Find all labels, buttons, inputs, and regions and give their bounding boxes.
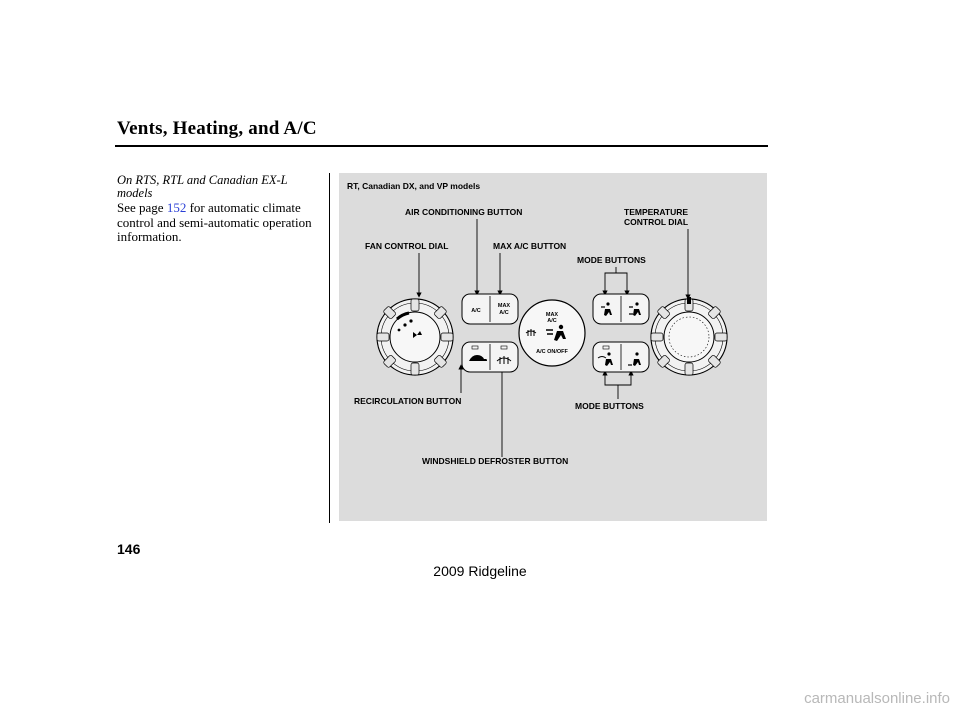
temperature-indicator	[687, 297, 691, 304]
max-ac-text-line2: A/C	[499, 310, 509, 316]
label-air-conditioning-button: AIR CONDITIONING BUTTON	[405, 207, 522, 217]
climate-control-figure: RT, Canadian DX, and VP models AIR CONDI…	[339, 173, 767, 521]
max-ac-button[interactable]: MAX A/C	[498, 303, 511, 316]
seated-person-icon	[546, 324, 566, 341]
ac-button-text: A/C	[471, 308, 481, 314]
body-text-end: for automatic climate control and semi-a…	[117, 200, 312, 244]
mode-button-bilevel[interactable]	[629, 302, 641, 316]
label-windshield-defroster-button: WINDSHIELD DEFROSTER BUTTON	[422, 456, 568, 466]
air-conditioning-button[interactable]: A/C	[471, 308, 481, 314]
label-recirculation-button: RECIRCULATION BUTTON	[354, 396, 461, 406]
center-max-line2: A/C	[547, 318, 557, 324]
label-temperature-line1: TEMPERATURE	[624, 207, 688, 217]
recirc-defrost-button-pair	[461, 341, 519, 373]
mode-button-pair-top	[592, 293, 650, 325]
column-divider	[329, 173, 330, 523]
section-title: Vents, Heating, and A/C	[117, 118, 317, 139]
mode-bilevel-icon	[629, 302, 641, 316]
recirculation-button[interactable]	[469, 355, 487, 361]
label-max-ac-button: MAX A/C BUTTON	[493, 241, 566, 251]
label-fan-control-dial: FAN CONTROL DIAL	[365, 241, 448, 251]
center-ac-dial[interactable]: MAX A/C A/C ON/OFF	[518, 299, 586, 367]
windshield-defroster-button[interactable]	[496, 356, 512, 364]
max-ac-text-line1: MAX	[498, 303, 511, 309]
label-mode-buttons-bottom: MODE BUTTONS	[575, 401, 644, 411]
center-onoff-text: A/C ON/OFF	[536, 349, 568, 355]
model-caption: On RTS, RTL and Canadian EX-L models	[117, 173, 288, 200]
leader-lines	[416, 219, 691, 457]
mode-floor-icon	[628, 352, 641, 366]
body-paragraph: See page 152 for automatic climate contr…	[117, 200, 332, 245]
label-mode-buttons-top: MODE BUTTONS	[577, 255, 646, 265]
mode-button-floor[interactable]	[628, 352, 641, 366]
mode-floor-defrost-icon	[597, 352, 613, 366]
climate-control-diagram: RT, Canadian DX, and VP models AIR CONDI…	[347, 181, 728, 466]
mode-button-floor-defrost[interactable]	[597, 352, 613, 366]
mode-button-pair-bottom	[592, 341, 650, 373]
ac-button-pair	[461, 293, 519, 325]
label-temperature-line2: CONTROL DIAL	[624, 217, 688, 227]
title-rule	[115, 145, 768, 147]
page-number: 146	[117, 541, 141, 557]
mode-button-face[interactable]	[601, 302, 612, 316]
center-max-line1: MAX	[546, 312, 559, 318]
figure-heading: RT, Canadian DX, and VP models	[347, 181, 480, 191]
page-link[interactable]: 152	[166, 200, 187, 215]
car-recirculation-icon	[469, 355, 487, 361]
temperature-control-dial[interactable]	[650, 297, 728, 376]
watermark: carmanualsonline.info	[804, 690, 950, 707]
defroster-icon	[496, 356, 512, 364]
defrost-vent-icon	[525, 329, 537, 336]
fan-control-dial[interactable]	[376, 298, 454, 376]
body-text-start: See page	[117, 200, 167, 215]
mode-face-icon	[601, 302, 612, 316]
footer-model-year: 2009 Ridgeline	[433, 563, 527, 579]
